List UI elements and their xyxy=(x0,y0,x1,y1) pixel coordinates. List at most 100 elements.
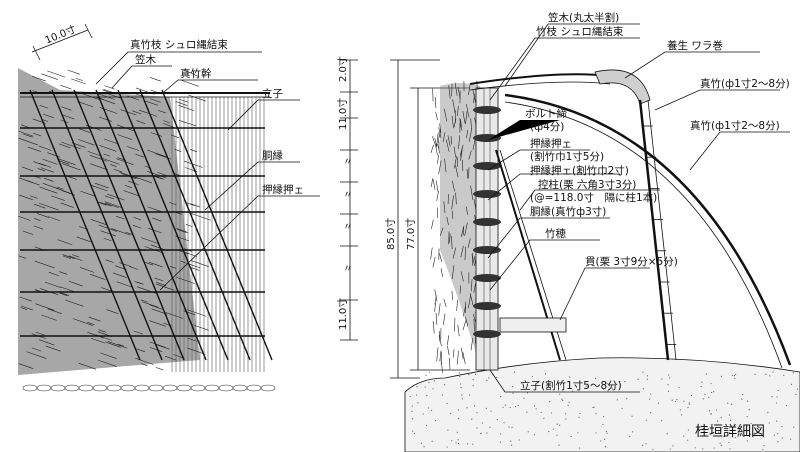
branch-stroke xyxy=(79,128,91,133)
hanging-stroke xyxy=(473,93,475,103)
ground-dot xyxy=(646,378,649,380)
hanging-stroke xyxy=(447,335,450,345)
ground-dot xyxy=(642,444,644,446)
branch-stroke xyxy=(140,299,148,303)
bolt-head xyxy=(473,106,501,114)
ground-dot xyxy=(734,377,736,379)
branch-stroke xyxy=(104,202,119,209)
branch-stroke xyxy=(34,260,55,269)
branch-stroke xyxy=(80,92,100,100)
hanging-stroke xyxy=(438,127,442,138)
branch-stroke xyxy=(19,296,32,302)
ground-stone xyxy=(134,384,150,392)
ground-dot xyxy=(746,415,748,418)
branch-stroke xyxy=(47,152,61,158)
ground-dot xyxy=(468,374,470,376)
branch-stroke xyxy=(41,314,57,321)
branch-stroke xyxy=(77,101,94,108)
ground-dot xyxy=(694,447,696,449)
hanging-stroke xyxy=(430,247,433,260)
ground-dot xyxy=(500,433,502,435)
dim-line-top xyxy=(31,29,89,53)
ground-dot xyxy=(645,443,647,445)
ground-dot xyxy=(451,440,453,442)
branch-stroke xyxy=(44,281,61,288)
ground-dot xyxy=(431,440,433,442)
dim-left-0: 2.0寸 xyxy=(336,56,349,82)
branch-stroke xyxy=(60,85,72,90)
ground-dot xyxy=(769,375,771,377)
ground-dot xyxy=(523,397,525,399)
ground-dot xyxy=(481,422,484,424)
branch-stroke xyxy=(22,230,34,235)
branch-stroke xyxy=(72,254,80,258)
hanging-stroke xyxy=(468,167,470,179)
ground-dot xyxy=(422,413,424,415)
ground-dot xyxy=(624,381,626,383)
ground-stone xyxy=(190,384,206,392)
branch-stroke xyxy=(124,184,133,189)
ground-dot xyxy=(518,439,520,441)
ground-dot xyxy=(549,401,551,403)
ground-dot xyxy=(605,430,608,433)
branch-stroke xyxy=(176,228,189,233)
bolt-head xyxy=(473,246,501,254)
ground-dot xyxy=(602,423,604,426)
branch-stroke xyxy=(90,184,108,192)
ground-dot xyxy=(741,393,744,396)
branch-stroke xyxy=(48,271,59,277)
branch-stroke xyxy=(27,146,41,152)
label-bolt-size: (ф4分) xyxy=(530,121,564,133)
branch-stroke xyxy=(120,109,137,116)
branch-stroke xyxy=(62,255,72,259)
branch-stroke xyxy=(154,277,164,282)
ground-dot xyxy=(425,424,428,426)
ground-dot xyxy=(496,376,498,378)
dim-inner: 77.0寸 xyxy=(404,218,417,250)
label-takeho: 竹穂 xyxy=(545,227,566,240)
ground-dot xyxy=(716,420,719,422)
ground-dot xyxy=(499,441,501,443)
branch-stroke xyxy=(43,177,54,182)
oshibuchi-strip xyxy=(117,89,229,361)
branch-stroke xyxy=(141,237,159,245)
ground-dot xyxy=(713,391,715,393)
hanging-branches xyxy=(430,80,483,373)
branch-stroke xyxy=(145,100,158,106)
ground-dot xyxy=(776,420,778,422)
ground-dot xyxy=(795,393,797,395)
ground-dot xyxy=(683,400,685,402)
branch-stroke xyxy=(35,303,55,311)
branch-stroke xyxy=(100,201,112,207)
branch-stroke xyxy=(178,104,195,112)
hanging-stroke xyxy=(452,180,455,192)
branch-stroke xyxy=(39,186,58,194)
branch-stroke xyxy=(42,183,62,191)
branch-stroke xyxy=(90,337,106,344)
branch-stroke xyxy=(187,337,197,342)
hanging-stroke xyxy=(443,201,446,214)
ground-dot xyxy=(500,395,502,398)
ground-dot xyxy=(579,412,581,415)
branch-stroke xyxy=(186,309,207,317)
ground-dot xyxy=(740,426,742,428)
branch-stroke xyxy=(26,180,40,186)
ground-dot xyxy=(790,438,792,440)
branch-stroke xyxy=(123,190,141,197)
branch-stroke xyxy=(135,357,154,365)
hanging-stroke xyxy=(455,165,459,178)
branch-stroke xyxy=(18,255,27,259)
hanging-stroke xyxy=(468,150,472,160)
branch-stroke xyxy=(191,267,200,271)
ground-dot xyxy=(604,446,607,448)
ground-dot xyxy=(434,419,437,422)
branch-stroke xyxy=(47,308,62,314)
ground-dot xyxy=(796,388,798,390)
ground-dot xyxy=(785,404,788,407)
branch-stroke xyxy=(29,195,38,199)
ground-dot xyxy=(548,430,550,433)
ground-dot xyxy=(571,390,574,392)
dim-top-label: 10.0寸 xyxy=(43,22,78,46)
branch-stroke xyxy=(180,79,199,87)
